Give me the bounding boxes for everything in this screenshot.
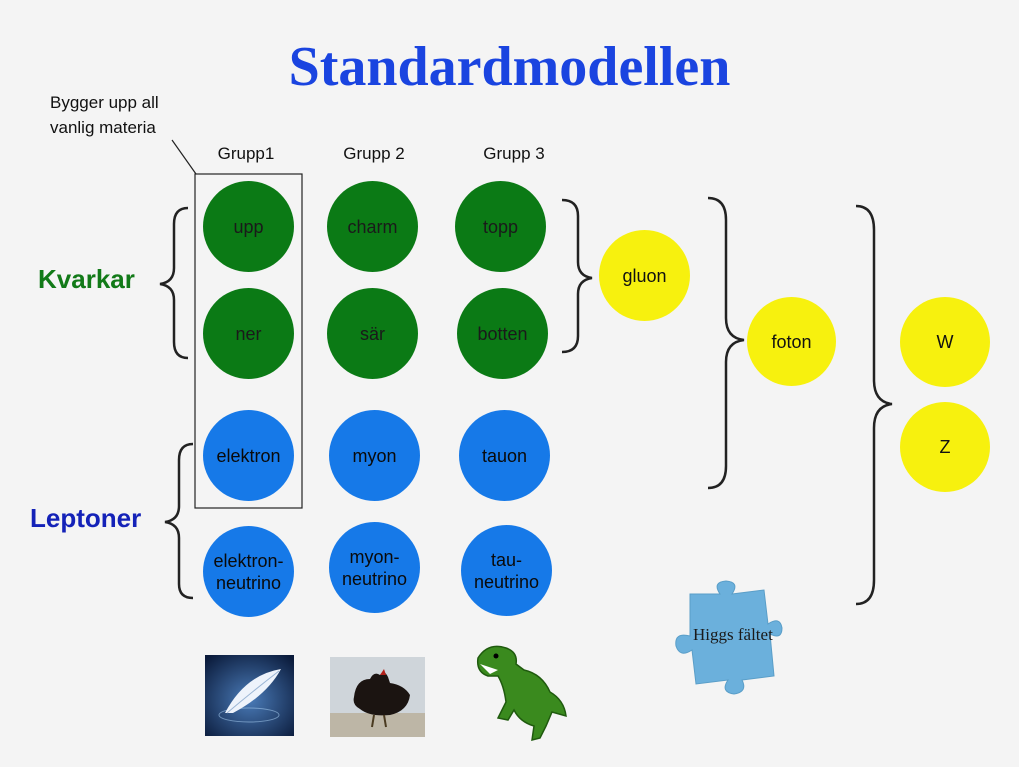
lepton-elektron: elektron (203, 410, 294, 501)
hen-photo-icon (330, 657, 425, 737)
boson-foton: foton (747, 297, 836, 386)
lepton-tau-neutrino: tau-neutrino (461, 525, 552, 616)
lepton-myon: myon (329, 410, 420, 501)
boson-w: W (900, 297, 990, 387)
note-callout-line (171, 139, 197, 175)
lepton-tauon-label: tauon (481, 445, 528, 466)
group-3-label: Grupp 3 (483, 144, 545, 163)
elektron-neutrino-label: elektron-neutrino (213, 550, 283, 594)
quark-topp-label: topp (482, 216, 519, 237)
gluon-brace (561, 198, 593, 354)
quark-upp-label: upp (233, 216, 264, 237)
weak-brace (855, 204, 893, 606)
group-2-label: Grupp 2 (343, 144, 405, 163)
quark-botten-label: botten (477, 323, 528, 344)
foton-label: foton (771, 331, 812, 352)
boson-gluon: gluon (599, 230, 690, 321)
label-line: tau- (490, 549, 523, 570)
label-line: elektron- (213, 550, 284, 571)
lepton-myon-label: myon (352, 445, 397, 466)
higgs-label: Higgs fältet (693, 625, 773, 644)
quark-topp: topp (455, 181, 546, 272)
quark-charm-label: charm (347, 216, 398, 237)
puzzle-piece-icon (675, 580, 783, 695)
leptons-brace (164, 442, 194, 600)
tau-neutrino-label: tau-neutrino (474, 549, 539, 593)
lepton-tauon: tauon (459, 410, 550, 501)
boson-z: Z (900, 402, 990, 492)
lepton-elektron-label: elektron (216, 445, 281, 466)
quark-ner-label: ner (235, 323, 262, 344)
photon-brace (707, 196, 745, 490)
category-leptoner: Leptoner (30, 503, 142, 533)
note-line-2: vanlig materia (50, 118, 156, 137)
label-line: myon- (349, 546, 400, 567)
quark-sar-label: sär (359, 323, 385, 344)
page-title: Standardmodellen (288, 36, 731, 98)
note-line-1: Bygger upp all (50, 93, 159, 112)
group-1-label: Grupp1 (217, 144, 275, 163)
quark-botten: botten (457, 288, 548, 379)
feather-photo-icon (205, 655, 294, 736)
w-label: W (936, 332, 954, 352)
label-line: neutrino (215, 572, 282, 593)
quark-sar: sär (327, 288, 418, 379)
quark-upp: upp (203, 181, 294, 272)
label-line: neutrino (473, 571, 540, 592)
gluon-label: gluon (622, 265, 667, 286)
dinosaur-icon (476, 645, 567, 741)
z-label: Z (939, 437, 951, 457)
group1-box (194, 173, 303, 509)
quark-charm: charm (327, 181, 418, 272)
quark-ner: ner (203, 288, 294, 379)
myon-neutrino-label: myon-neutrino (342, 546, 407, 590)
category-kvarkar: Kvarkar (38, 264, 135, 294)
quarks-brace (159, 206, 189, 360)
label-line: neutrino (341, 568, 408, 589)
lepton-elektron-neutrino: elektron-neutrino (203, 526, 294, 617)
group1-note: Bygger upp all vanlig materia (50, 90, 159, 140)
lepton-myon-neutrino: myon-neutrino (329, 522, 420, 613)
